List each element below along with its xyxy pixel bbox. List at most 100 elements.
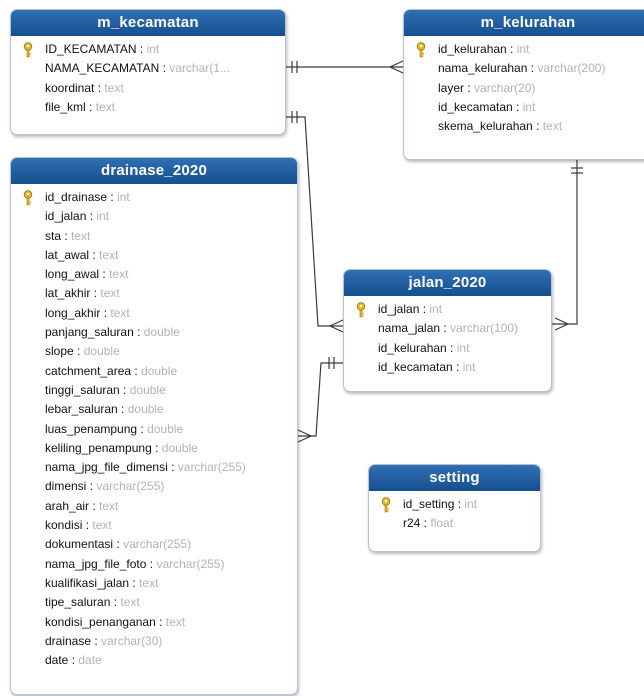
table-column[interactable]: drainase : varchar(30): [45, 633, 163, 648]
column-name: arah_air: [45, 498, 90, 513]
table-column[interactable]: catchment_area : double: [45, 363, 178, 378]
column-list: id_kelurahan : int nama_kelurahan : varch…: [404, 36, 644, 142]
column-type: varchar(255): [96, 479, 165, 494]
table-column[interactable]: kondisi_penanganan : text: [45, 614, 186, 629]
column-type: int: [146, 42, 160, 56]
table-column[interactable]: id_kecamatan : int: [438, 99, 536, 114]
column-name: id_kecamatan: [378, 359, 453, 374]
table-column[interactable]: lat_awal : text: [45, 247, 119, 262]
column-type: date: [78, 653, 102, 668]
table-column[interactable]: slope : double: [45, 344, 120, 359]
column-type: text: [95, 99, 116, 114]
column-type: text: [139, 575, 159, 590]
table-setting[interactable]: setting id_setting : int r24 : float: [368, 464, 541, 552]
column-list: id_jalan : int nama_jalan : varchar(100) i…: [344, 296, 551, 383]
key-icon: [416, 42, 426, 58]
table-column[interactable]: lat_akhir : text: [45, 286, 120, 301]
column-type: int: [516, 42, 530, 56]
table-title: setting: [369, 465, 540, 491]
table-column[interactable]: id_jalan : int: [45, 209, 110, 224]
column-type: double: [83, 344, 120, 359]
table-column[interactable]: NAMA_KECAMATAN : varchar(1...: [45, 61, 230, 76]
column-name: kondisi_penanganan: [45, 614, 156, 629]
column-name: nama_jalan: [378, 321, 441, 336]
column-type: text: [109, 267, 129, 282]
table-column[interactable]: r24 : float: [403, 516, 454, 531]
table-column[interactable]: kondisi : text: [45, 518, 112, 533]
primary-key-column[interactable]: ID_KECAMATAN : int: [11, 40, 285, 59]
column-name: ID_KECAMATAN: [45, 42, 137, 56]
key-icon: [356, 302, 366, 318]
table-column[interactable]: long_akhir : text: [45, 305, 130, 320]
column-name: kualifikasi_jalan: [45, 575, 130, 590]
table-drainase-2020[interactable]: drainase_2020 id_drainase : int id_jalan …: [10, 157, 298, 695]
table-column[interactable]: nama_jalan : varchar(100): [378, 321, 519, 336]
column-type: int: [522, 99, 536, 114]
table-title: drainase_2020: [11, 158, 297, 184]
table-column[interactable]: kualifikasi_jalan : text: [45, 575, 159, 590]
column-type: varchar(255): [156, 556, 225, 571]
column-name: lebar_saluran: [45, 402, 118, 417]
column-type: text: [104, 80, 124, 95]
table-column[interactable]: nama_jpg_file_dimensi : varchar(255): [45, 460, 246, 475]
table-column[interactable]: luas_penampung : double: [45, 421, 184, 436]
column-name: long_awal: [45, 267, 100, 282]
table-column[interactable]: id_kecamatan : int: [378, 359, 476, 374]
table-column[interactable]: sta : text: [45, 228, 91, 243]
column-name: tipe_saluran: [45, 595, 111, 610]
primary-key-column[interactable]: id_jalan : int: [344, 300, 551, 319]
table-column[interactable]: date : date: [45, 653, 102, 668]
table-column[interactable]: dimensi : varchar(255): [45, 479, 165, 494]
column-name: id_kelurahan: [378, 340, 447, 355]
table-column[interactable]: nama_jpg_file_foto : varchar(255): [45, 556, 225, 571]
column-name: r24: [403, 516, 421, 531]
table-column[interactable]: skema_kelurahan : text: [438, 119, 563, 134]
column-name: long_akhir: [45, 305, 101, 320]
table-column[interactable]: file_kml : text: [45, 99, 116, 114]
column-type: int: [462, 359, 476, 374]
column-name: koordinat: [45, 80, 95, 95]
column-name: nama_jpg_file_dimensi: [45, 460, 168, 475]
column-type: text: [99, 247, 119, 262]
column-type: int: [96, 209, 110, 224]
primary-key-column[interactable]: id_kelurahan : int: [404, 40, 644, 59]
primary-key-column[interactable]: id_setting : int: [369, 495, 540, 514]
table-column[interactable]: dokumentasi : varchar(255): [45, 537, 192, 552]
column-list: id_setting : int r24 : float: [369, 491, 540, 540]
table-column[interactable]: arah_air : text: [45, 498, 119, 513]
table-column[interactable]: layer : varchar(20): [438, 80, 536, 95]
column-name: drainase: [45, 633, 92, 648]
table-column[interactable]: keliling_penampung : double: [45, 440, 198, 455]
table-jalan-2020[interactable]: jalan_2020 id_jalan : int nama_jalan : va…: [343, 269, 552, 392]
column-name: catchment_area: [45, 363, 132, 378]
column-type: int: [456, 340, 470, 355]
column-type: text: [542, 119, 563, 134]
column-name: id_kelurahan: [438, 42, 507, 56]
table-m-kelurahan[interactable]: m_kelurahan id_kelurahan : int nama_kelur…: [403, 9, 644, 160]
table-column[interactable]: panjang_saluran : double: [45, 325, 180, 340]
column-type: text: [165, 614, 186, 629]
table-column[interactable]: long_awal : text: [45, 267, 129, 282]
column-type: double: [147, 421, 184, 436]
key-icon: [23, 190, 33, 206]
relation-line-jalan-drainase: [298, 362, 343, 437]
column-name: lat_awal: [45, 247, 90, 262]
table-column[interactable]: tinggi_saluran : double: [45, 382, 166, 397]
table-title: jalan_2020: [344, 270, 551, 296]
column-name: dimensi: [45, 479, 87, 494]
primary-key-column[interactable]: id_drainase : int: [11, 188, 297, 207]
table-column[interactable]: lebar_saluran : double: [45, 402, 164, 417]
column-type: text: [99, 498, 119, 513]
column-name: lat_akhir: [45, 286, 91, 301]
table-column[interactable]: tipe_saluran : text: [45, 595, 140, 610]
table-title: m_kelurahan: [404, 10, 644, 36]
column-name: id_drainase: [45, 190, 108, 204]
crowfoot-marker: [554, 317, 570, 331]
table-column[interactable]: id_kelurahan : int: [378, 340, 470, 355]
table-column[interactable]: koordinat : text: [45, 80, 124, 95]
column-name: id_kecamatan: [438, 99, 513, 114]
column-type: text: [100, 286, 120, 301]
table-column[interactable]: nama_kelurahan : varchar(200): [438, 61, 606, 76]
